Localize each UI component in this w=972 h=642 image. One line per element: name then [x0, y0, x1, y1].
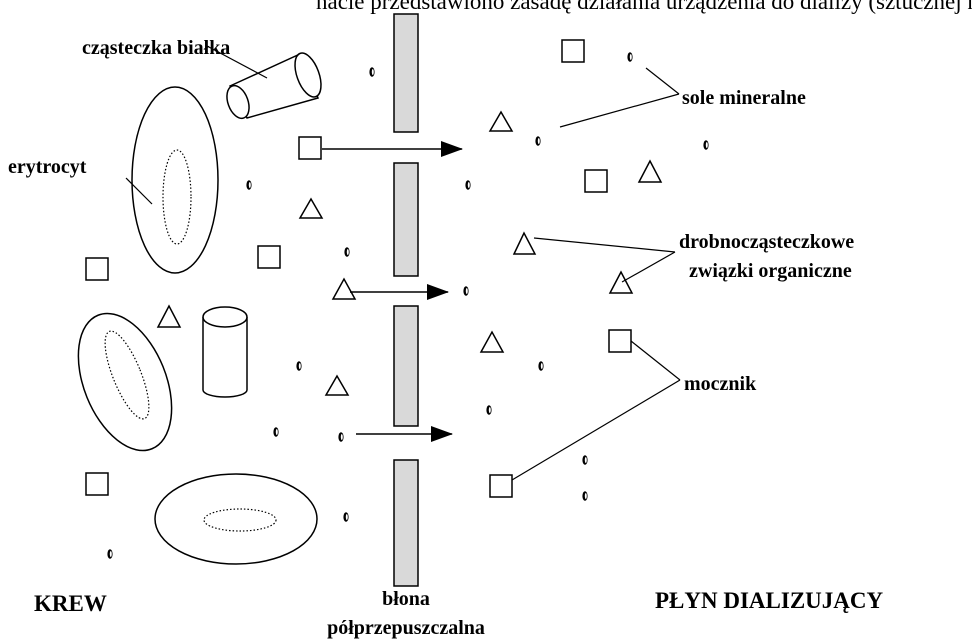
- erythrocyte: [154, 473, 318, 565]
- label-salts: sole mineralne: [682, 87, 806, 109]
- leader-lines: [125, 45, 681, 481]
- organic-triangle: [324, 374, 350, 396]
- leader-line: [630, 340, 681, 381]
- salt-particle: [343, 512, 349, 522]
- organic-triangle: [331, 277, 357, 300]
- protein-molecule: [226, 52, 322, 120]
- semipermeable-membrane: [393, 13, 419, 587]
- organic-triangle: [488, 110, 514, 132]
- label-urea: mocznik: [684, 373, 757, 395]
- mineral-salt-particles: [107, 52, 709, 559]
- membrane-segment: [393, 459, 419, 587]
- salt-particle: [369, 67, 375, 77]
- salt-particle: [463, 286, 469, 296]
- organic-triangle: [298, 197, 324, 219]
- salt-particle: [703, 140, 709, 150]
- salt-particle: [107, 549, 113, 559]
- salt-particle: [273, 427, 279, 437]
- erythrocyte: [77, 312, 173, 452]
- urea-square: [85, 257, 109, 281]
- salt-particle: [338, 432, 344, 442]
- organic-triangles: [156, 110, 663, 396]
- membrane-segment: [393, 305, 419, 427]
- salt-particle: [486, 405, 492, 415]
- salt-particle: [246, 180, 252, 190]
- salt-particle: [538, 361, 544, 371]
- salt-particle: [344, 247, 350, 257]
- leader-line: [533, 237, 676, 253]
- diffusion-arrows: [322, 141, 463, 442]
- urea-squares: [85, 39, 632, 498]
- membrane-segment: [393, 13, 419, 133]
- organic-triangle: [608, 270, 634, 294]
- label-protein: cząsteczka białka: [82, 37, 230, 59]
- urea-square: [85, 472, 109, 496]
- salt-particle: [582, 455, 588, 465]
- protein-cylinder: [202, 306, 248, 398]
- urea-square: [608, 329, 632, 353]
- salt-particle: [296, 361, 302, 371]
- urea-square: [584, 169, 608, 193]
- organic-triangle: [156, 304, 182, 328]
- label-blood: KREW: [34, 591, 107, 616]
- salt-particle: [627, 52, 633, 62]
- label-dialysate: PŁYN DIALIZUJĄCY: [655, 588, 883, 613]
- urea-square: [298, 136, 322, 160]
- leader-line: [511, 379, 681, 481]
- label-membrane-line2: półprzepuszczalna: [327, 617, 485, 639]
- leader-line: [645, 67, 680, 95]
- membrane-segment: [393, 162, 419, 277]
- salt-particle: [465, 180, 471, 190]
- leader-line: [621, 251, 676, 283]
- label-organic-line2: związki organiczne: [689, 260, 852, 282]
- urea-square: [489, 474, 513, 498]
- erythrocyte: [131, 86, 219, 274]
- label-erythrocyte: erytrocyt: [8, 156, 87, 178]
- urea-square: [257, 245, 281, 269]
- organic-triangle: [512, 231, 537, 255]
- caption-text: nacie przedstawiono zasadę działania urz…: [316, 0, 972, 14]
- leader-line: [206, 45, 268, 79]
- leader-line: [559, 93, 680, 128]
- salt-particle: [582, 491, 588, 501]
- urea-square: [561, 39, 585, 63]
- organic-triangle: [637, 159, 663, 183]
- label-membrane-line1: błona: [382, 588, 430, 610]
- label-organic-line1: drobnocząsteczkowe: [679, 231, 854, 253]
- organic-triangle: [479, 330, 505, 353]
- leader-line: [125, 177, 153, 205]
- salt-particle: [535, 136, 541, 146]
